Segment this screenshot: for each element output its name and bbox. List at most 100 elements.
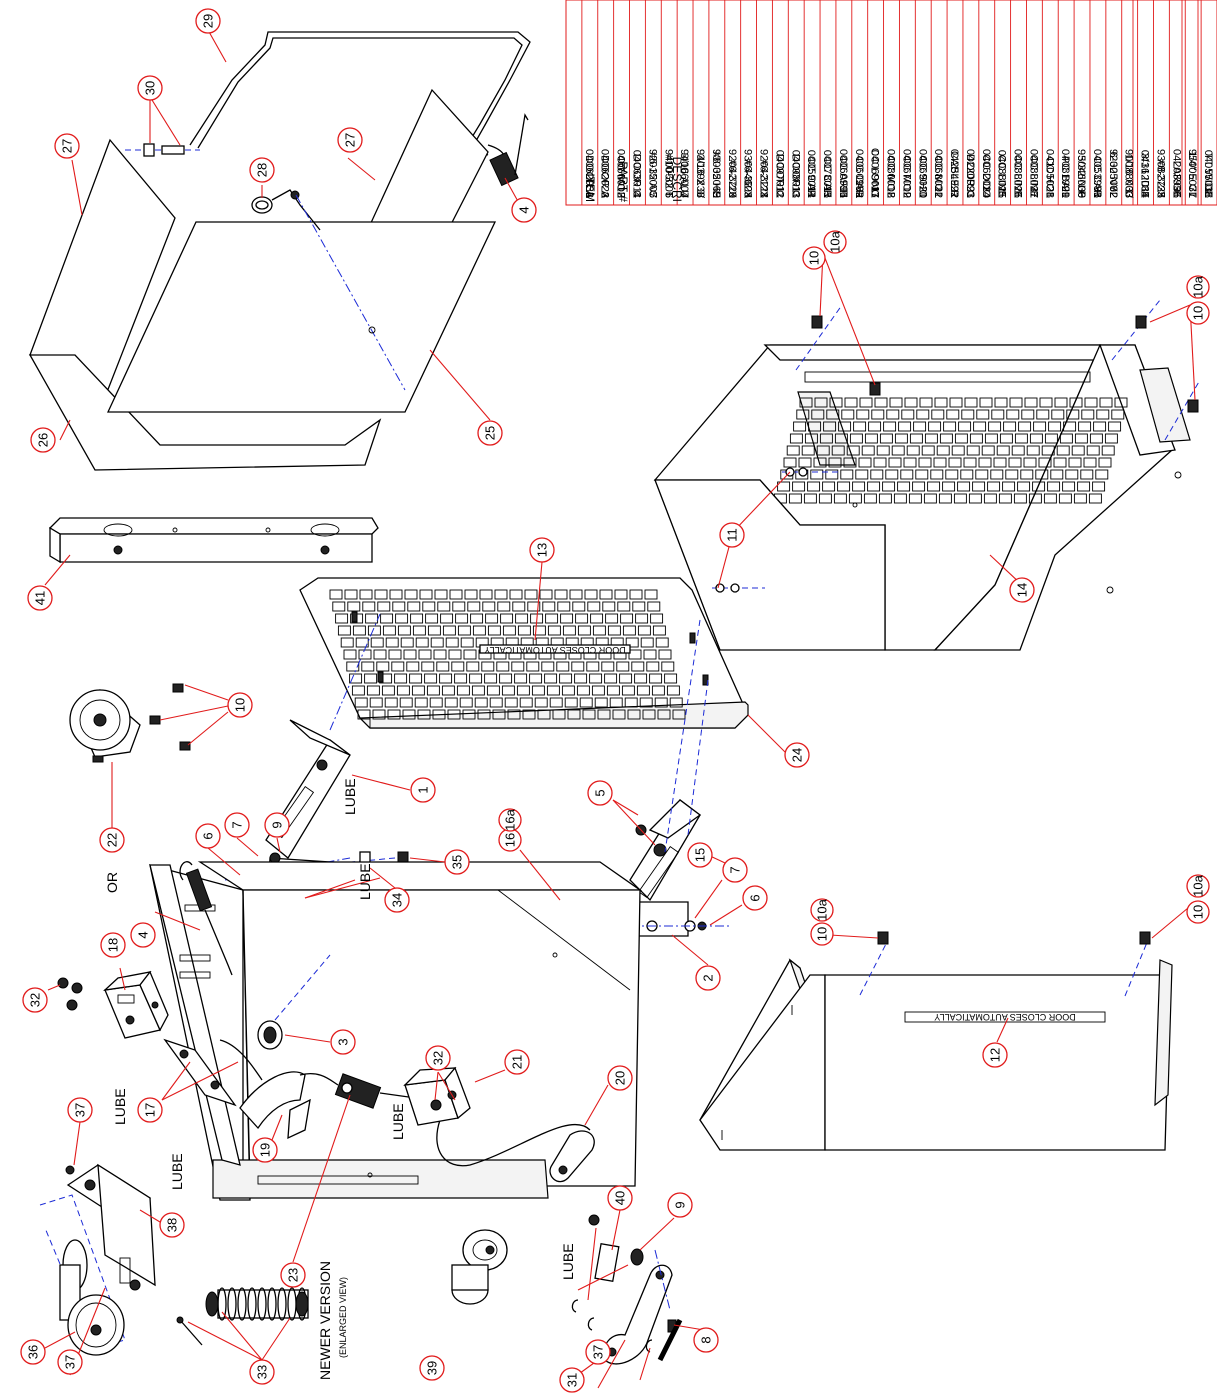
vent-slot [901, 409, 915, 420]
vent-slot [793, 421, 807, 432]
table-cell-item: 18 [885, 186, 897, 198]
vent-slot [893, 493, 907, 504]
svg-text:9: 9 [673, 1201, 688, 1208]
svg-text:23: 23 [286, 1268, 301, 1282]
vent-slot [362, 601, 376, 612]
balloon-9-lower: 9 [667, 1192, 693, 1218]
vent-slot [437, 601, 451, 612]
vent-slot [504, 697, 518, 708]
vent-slot [1062, 481, 1076, 492]
svg-text:12: 12 [988, 1048, 1003, 1062]
table-cell-item: 12 [773, 186, 785, 198]
table-cell-desc: DOOR A [583, 155, 595, 198]
table-cell-desc: #10-32 T [662, 154, 674, 198]
vent-slot [455, 613, 469, 624]
spring-coil [247, 1287, 257, 1321]
vent-slot [831, 445, 845, 456]
vent-slot [883, 421, 897, 432]
vent-slot [972, 481, 986, 492]
vent-slot [829, 397, 843, 408]
vent-slot [397, 625, 411, 636]
vent-slot [1032, 481, 1046, 492]
vent-slot [445, 637, 459, 648]
vent-slot [399, 697, 413, 708]
table-cell-desc: #6-32 X [742, 159, 754, 198]
enlarged-spring [176, 1287, 309, 1346]
vent-slot [963, 457, 977, 468]
svg-text:41: 41 [33, 591, 48, 605]
vent-slot [1050, 469, 1064, 480]
table-cell-desc: DOOR C [630, 154, 642, 198]
vent-slot [939, 433, 953, 444]
table-cell-item: 3 [615, 192, 627, 198]
vent-slot [599, 589, 613, 600]
balloon-10-cover-right: 10 [1186, 900, 1210, 924]
vent-slot [554, 589, 568, 600]
svg-text:10: 10 [1191, 905, 1206, 919]
vent-slot [975, 469, 989, 480]
table-cell-desc: LARGE [1170, 161, 1182, 198]
vent-slot [376, 661, 390, 672]
table-cell-desc: #8-32 HE [710, 152, 722, 198]
vent-slot [649, 673, 663, 684]
table-cell-desc: 3/16 ID F [1139, 153, 1151, 199]
vent-slot [586, 661, 600, 672]
table-cell-part: 04062033 [583, 149, 595, 198]
svg-text:7: 7 [728, 866, 743, 873]
vent-slot [414, 697, 428, 708]
vent-slot [823, 421, 837, 432]
vent-slot [861, 445, 875, 456]
svg-text:36: 36 [26, 1345, 41, 1359]
vent-slot [898, 421, 912, 432]
liner-panel-bottom [28, 354, 382, 471]
vent-slot [953, 493, 967, 504]
table-cell-item: 33 [1123, 186, 1135, 198]
vent-slot [422, 601, 436, 612]
vent-slot [479, 589, 493, 600]
svg-text:39: 39 [425, 1361, 440, 1375]
balloon-10-cover-left: 10 [810, 922, 834, 946]
vent-slot [661, 661, 675, 672]
vent-slot [906, 445, 920, 456]
vent-slot [609, 697, 623, 708]
vent-slot [868, 421, 882, 432]
vent-slot [783, 457, 797, 468]
vent-slot [981, 445, 995, 456]
vent-slot [908, 493, 922, 504]
vent-slot [574, 673, 588, 684]
vent-slot [1084, 397, 1098, 408]
table-cell-part: 04066012 [615, 149, 627, 198]
vent-slot [984, 433, 998, 444]
lube-note-2: LUBE [357, 863, 373, 900]
vent-slot [804, 433, 818, 444]
balloon-16a: 16a [498, 808, 522, 832]
table-cell-part: 04060992 [853, 149, 865, 198]
vent-slot [440, 613, 454, 624]
vent-slot [1108, 421, 1122, 432]
balloon-32-right: 32 [425, 1045, 451, 1071]
door-latch-magnet [103, 970, 169, 1039]
vent-slot [1058, 493, 1072, 504]
vent-slot [942, 481, 956, 492]
svg-text:3: 3 [336, 1038, 351, 1045]
table-header-part: PART # [616, 161, 630, 202]
vent-slot [885, 469, 899, 480]
balloon-26: 26 [30, 427, 56, 453]
balloon-22: 22 [99, 827, 125, 853]
vent-slot [807, 481, 821, 492]
vent-slot [954, 433, 968, 444]
vent-slot [838, 421, 852, 432]
vent-slot [625, 637, 639, 648]
table-cell-item: 17 [869, 186, 881, 198]
vent-slot [816, 445, 830, 456]
vent-slot [433, 649, 447, 660]
vent-slot [640, 637, 654, 648]
vent-slot [874, 397, 888, 408]
vent-slot [556, 661, 570, 672]
cable-end-fitting [549, 1130, 595, 1183]
vent-slot [456, 685, 470, 696]
vent-slot [798, 457, 812, 468]
vent-slot [564, 697, 578, 708]
vent-slot [834, 433, 848, 444]
vent-slot [395, 613, 409, 624]
